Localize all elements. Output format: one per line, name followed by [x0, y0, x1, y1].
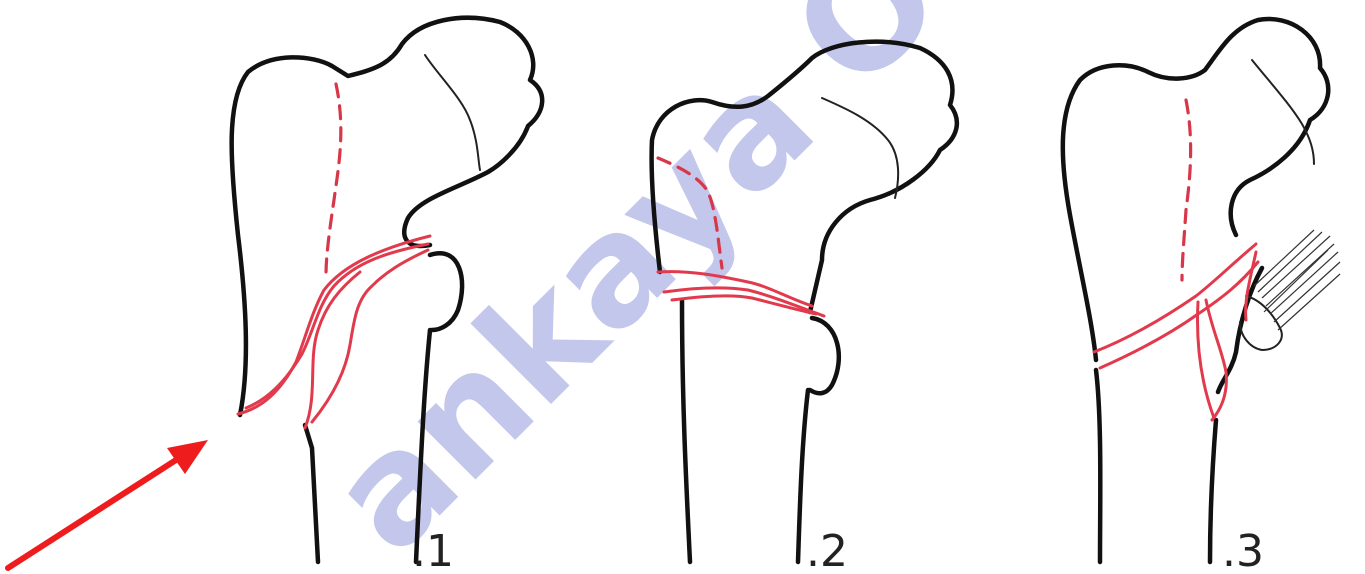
femoral-head-line-3 [1252, 60, 1314, 164]
lesser-trochanter-2 [810, 318, 839, 393]
fracture-line-1d [305, 272, 360, 428]
fracture-line-3a [1094, 244, 1256, 352]
femur-outline-3 [1063, 19, 1328, 562]
figure-label-1: .1 [412, 526, 454, 574]
femoral-head-line-1 [425, 55, 480, 170]
shaft-medial-3 [1210, 420, 1216, 562]
intertrochanteric-line-3 [1182, 100, 1191, 280]
intertrochanteric-line-1 [326, 84, 341, 275]
lesser-trochanter-3 [1218, 268, 1262, 392]
figure-label-2: .2 [806, 526, 848, 574]
figure-label-3: .3 [1222, 526, 1264, 574]
red-arrow-icon [8, 440, 208, 568]
muscle-fibers-3 [1254, 230, 1340, 330]
femur-figure-3: .3 [1063, 19, 1340, 574]
